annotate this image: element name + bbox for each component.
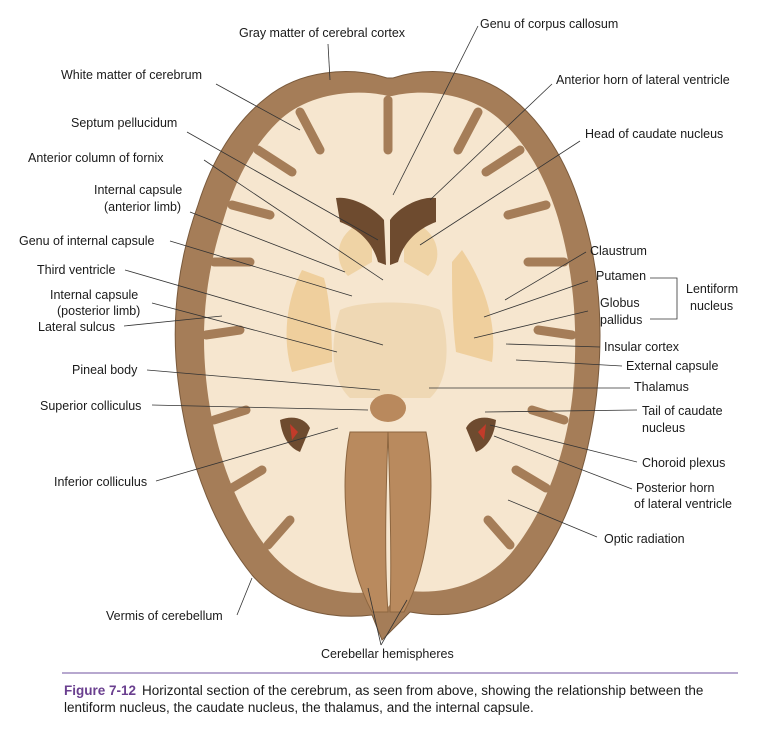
label-cerebellar-hemispheres: Cerebellar hemispheres: [321, 647, 454, 661]
brain-section-figure: Gray matter of cerebral cortex Genu of c…: [19, 17, 738, 661]
label-lentiform-1: Lentiform: [686, 282, 738, 296]
leader-lines: [123, 25, 678, 646]
label-external-capsule: External capsule: [626, 359, 718, 373]
label-insular-cortex: Insular cortex: [604, 340, 680, 354]
label-superior-colliculus: Superior colliculus: [40, 399, 141, 413]
label-globus-2: pallidus: [600, 313, 642, 327]
label-genu-corpus-callosum: Genu of corpus callosum: [480, 17, 618, 31]
label-septum-pellucidum: Septum pellucidum: [71, 116, 177, 130]
label-vermis: Vermis of cerebellum: [106, 609, 223, 623]
right-lentiform-nucleus: [452, 250, 494, 362]
label-globus-1: Globus: [600, 296, 640, 310]
vermis-cerebellum: [344, 431, 432, 613]
label-lateral-sulcus: Lateral sulcus: [38, 320, 115, 334]
label-lentiform-2: nucleus: [690, 299, 733, 313]
caption-text: Horizontal section of the cerebrum, as s…: [64, 683, 704, 715]
figure-number: Figure 7-12: [64, 683, 137, 698]
label-internal-capsule-anterior-2: (anterior limb): [104, 200, 181, 214]
thalamus-region: [333, 302, 447, 398]
cortical-gyri: [201, 95, 577, 550]
label-internal-capsule-posterior-1: Internal capsule: [50, 288, 138, 302]
label-posterior-horn-1: Posterior horn: [636, 481, 715, 495]
label-third-ventricle: Third ventricle: [37, 263, 116, 277]
label-genu-internal-capsule: Genu of internal capsule: [19, 234, 155, 248]
label-anterior-horn: Anterior horn of lateral ventricle: [556, 73, 730, 87]
label-tail-caudate-2: nucleus: [642, 421, 685, 435]
label-anterior-fornix: Anterior column of fornix: [28, 151, 164, 165]
label-choroid-plexus: Choroid plexus: [642, 456, 725, 470]
label-tail-caudate-1: Tail of caudate: [642, 404, 723, 418]
colliculi: [370, 394, 406, 422]
label-internal-capsule-posterior-2: (posterior limb): [57, 304, 140, 318]
label-pineal-body: Pineal body: [72, 363, 138, 377]
caudate-heads: [338, 228, 438, 276]
label-gray-matter: Gray matter of cerebral cortex: [239, 26, 406, 40]
left-lentiform-nucleus: [286, 270, 332, 372]
label-thalamus: Thalamus: [634, 380, 689, 394]
caption-divider: [62, 672, 738, 674]
label-optic-radiation: Optic radiation: [604, 532, 685, 546]
label-claustrum: Claustrum: [590, 244, 647, 258]
label-internal-capsule-anterior-1: Internal capsule: [94, 183, 182, 197]
label-putamen: Putamen: [596, 269, 646, 283]
anterior-horns: [336, 197, 436, 265]
label-posterior-horn-2: of lateral ventricle: [634, 497, 732, 511]
label-head-caudate: Head of caudate nucleus: [585, 127, 723, 141]
label-white-matter: White matter of cerebrum: [61, 68, 202, 82]
label-inferior-colliculus: Inferior colliculus: [54, 475, 147, 489]
